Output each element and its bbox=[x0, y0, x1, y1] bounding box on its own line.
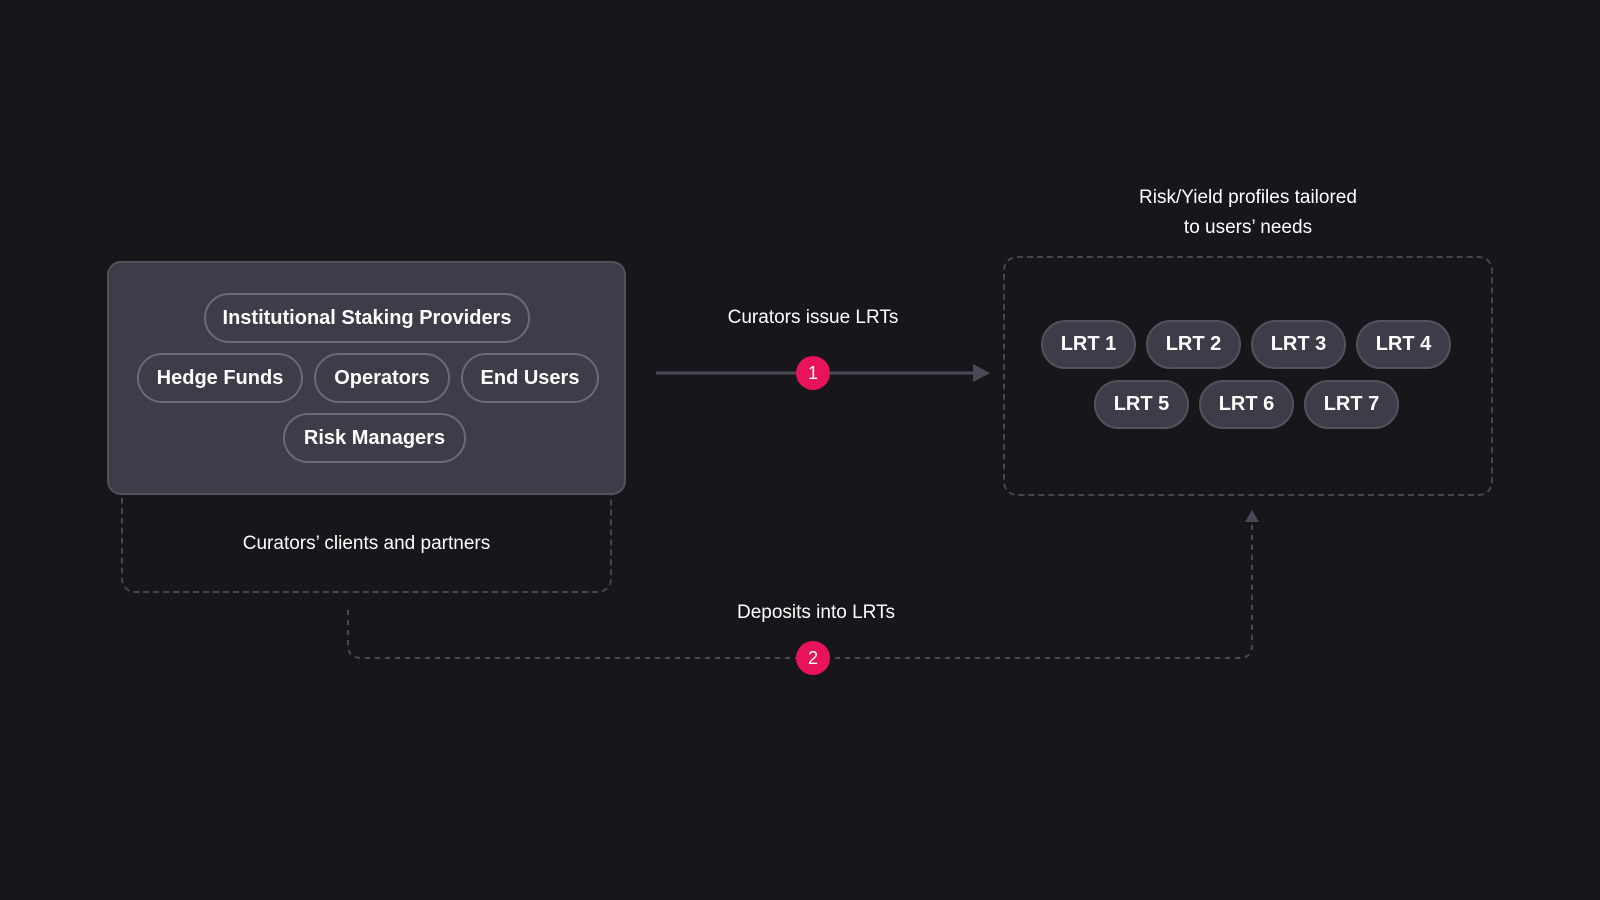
lrt-pill-4: LRT 4 bbox=[1356, 320, 1451, 369]
lrt-pill-6: LRT 6 bbox=[1199, 380, 1294, 429]
client-pill-end-users: End Users bbox=[461, 353, 599, 403]
lrt-frame bbox=[1003, 256, 1493, 496]
step-1-badge: 1 bbox=[796, 356, 830, 390]
lrt-pill-7: LRT 7 bbox=[1304, 380, 1399, 429]
client-pill-operators: Operators bbox=[314, 353, 450, 403]
deposit-flow-label: Deposits into LRTs bbox=[736, 602, 896, 623]
lrt-pill-5: LRT 5 bbox=[1094, 380, 1189, 429]
issue-arrow-head bbox=[973, 364, 990, 382]
issue-flow-label: Curators issue LRTs bbox=[727, 307, 899, 328]
client-pill-institutional-staking-providers: Institutional Staking Providers bbox=[204, 293, 530, 343]
lrt-heading-line-2: to users’ needs bbox=[1183, 217, 1313, 238]
clients-panel bbox=[107, 261, 626, 495]
client-pill-risk-managers: Risk Managers bbox=[283, 413, 466, 463]
lrt-pill-2: LRT 2 bbox=[1146, 320, 1241, 369]
lrt-pill-3: LRT 3 bbox=[1251, 320, 1346, 369]
clients-caption: Curators’ clients and partners bbox=[242, 533, 491, 554]
lrt-heading-line-1: Risk/Yield profiles tailored bbox=[1139, 187, 1357, 208]
lrt-pill-1: LRT 1 bbox=[1041, 320, 1136, 369]
step-2-badge: 2 bbox=[796, 641, 830, 675]
deposit-arrow-head bbox=[1245, 510, 1259, 522]
client-pill-hedge-funds: Hedge Funds bbox=[137, 353, 303, 403]
